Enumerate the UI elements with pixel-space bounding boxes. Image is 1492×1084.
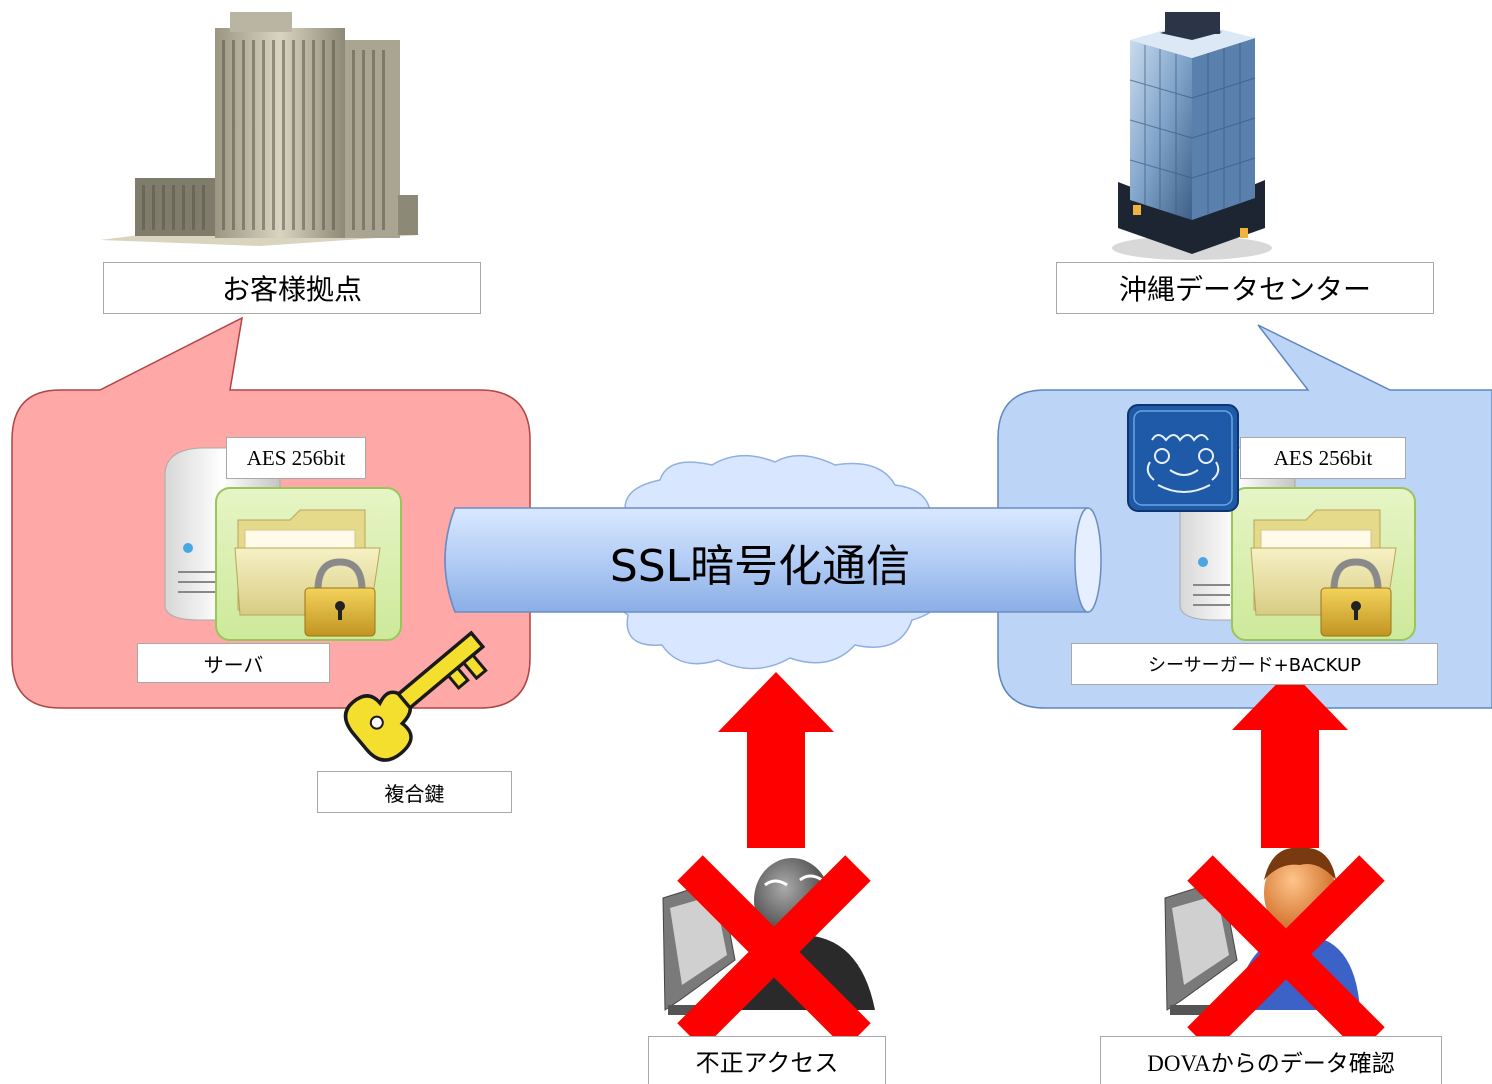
unauthorized-access-label: 不正アクセス (648, 1036, 886, 1084)
ssl-tunnel-label: SSL暗号化通信 (609, 541, 911, 592)
blocked-x-icon (677, 855, 871, 1049)
ssl-tunnel (444, 507, 1102, 613)
customer-site-title: お客様拠点 (103, 262, 481, 314)
composite-key-label: 複合鍵 (317, 771, 512, 813)
locked-folder-icon (1231, 487, 1416, 641)
office-building-icon (100, 12, 420, 246)
key-icon (343, 630, 488, 762)
shisa-guard-label: シーサーガード+BACKUP (1071, 643, 1438, 685)
left-encryption-label: AES 256bit (226, 437, 366, 479)
shisa-guard-logo (1127, 404, 1239, 512)
blocked-x-icon (1187, 855, 1385, 1053)
right-encryption-label: AES 256bit (1240, 437, 1406, 479)
server-label: サーバ (137, 643, 330, 683)
up-arrow (718, 672, 834, 848)
datacenter-title: 沖縄データセンター (1056, 262, 1434, 314)
locked-folder-icon (215, 487, 402, 641)
dova-data-check-label: DOVAからのデータ確認 (1100, 1036, 1442, 1084)
up-arrow (1232, 670, 1348, 848)
datacenter-building-icon (1112, 12, 1272, 260)
